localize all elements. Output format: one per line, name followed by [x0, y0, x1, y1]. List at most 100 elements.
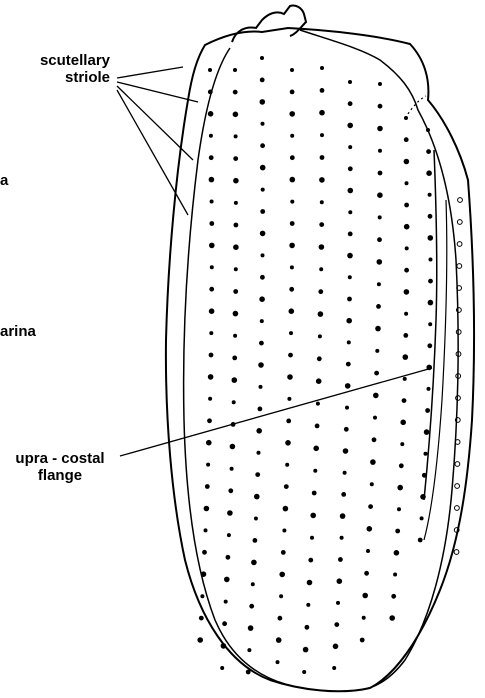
puncture-dot: [251, 560, 257, 566]
puncture-dot: [202, 550, 207, 555]
puncture-dot: [404, 116, 408, 120]
puncture-dot: [320, 155, 325, 160]
puncture-dot: [345, 406, 349, 410]
puncture-dot: [313, 446, 319, 452]
puncture-dot: [290, 221, 295, 226]
puncture-dot: [209, 177, 215, 183]
puncture-dot: [260, 99, 266, 105]
puncture-dot: [209, 155, 214, 160]
label-fragment-a: a: [0, 172, 8, 189]
puncture-dot: [220, 666, 224, 670]
puncture-dot: [348, 145, 352, 149]
puncture-dot: [303, 647, 309, 653]
punctures-group: [197, 56, 462, 674]
puncture-dot: [285, 463, 289, 467]
puncture-dot: [360, 638, 365, 643]
puncture-dot: [397, 507, 401, 511]
puncture-dot: [261, 122, 265, 126]
puncture-dot: [404, 268, 409, 273]
puncture-dot: [290, 177, 296, 183]
puncture-dot: [233, 112, 239, 118]
puncture-dot: [397, 485, 403, 491]
puncture-dot: [347, 253, 353, 259]
puncture-dot: [343, 471, 347, 475]
puncture-dot: [233, 90, 238, 95]
puncture-dot: [197, 637, 203, 643]
puncture-dot: [400, 420, 406, 426]
puncture-dot: [253, 538, 258, 543]
puncture-dot: [404, 203, 409, 208]
puncture-dot: [426, 128, 430, 132]
puncture-dot: [221, 643, 227, 649]
puncture-dot: [378, 215, 382, 219]
puncture-dot: [230, 467, 234, 471]
puncture-dot: [320, 66, 324, 70]
puncture-dot: [279, 572, 285, 578]
puncture-dot: [201, 571, 207, 577]
puncture-dot: [375, 326, 381, 332]
puncture-dot: [232, 356, 237, 361]
puncture-dot: [204, 528, 208, 532]
puncture-dot: [428, 235, 434, 241]
puncture-dot: [377, 237, 382, 242]
marginal-pore: [457, 264, 462, 269]
puncture-dot: [428, 214, 433, 219]
puncture-dot: [426, 365, 432, 371]
puncture-dot: [403, 354, 409, 360]
puncture-dot: [209, 287, 214, 292]
puncture-dot: [389, 615, 395, 621]
puncture-dot: [254, 494, 260, 500]
puncture-dot: [290, 68, 294, 72]
puncture-dot: [320, 200, 324, 204]
puncture-dot: [318, 334, 322, 338]
puncture-dot: [343, 448, 349, 454]
puncture-dot: [427, 343, 432, 348]
puncture-dot: [420, 516, 424, 520]
puncture-dot: [290, 134, 294, 138]
puncture-dot: [310, 513, 316, 519]
puncture-dot: [287, 374, 293, 380]
puncture-dot: [404, 159, 410, 165]
puncture-dot: [289, 287, 294, 292]
puncture-dot: [373, 416, 377, 420]
puncture-dot: [404, 137, 409, 142]
puncture-dot: [319, 244, 325, 250]
puncture-dot: [340, 513, 346, 519]
puncture-dot: [333, 644, 339, 650]
puncture-dot: [334, 622, 339, 627]
puncture-dot: [318, 289, 323, 294]
puncture-dot: [249, 604, 254, 609]
puncture-dot: [259, 341, 264, 346]
puncture-dot: [316, 378, 322, 384]
puncture-dot: [290, 90, 295, 95]
puncture-dot: [424, 452, 428, 456]
puncture-dot: [319, 267, 323, 271]
puncture-dot: [205, 484, 210, 489]
puncture-dot: [233, 334, 237, 338]
puncture-dot: [306, 603, 310, 607]
puncture-dot: [377, 126, 383, 132]
puncture-dot: [286, 419, 291, 424]
puncture-dot: [319, 222, 324, 227]
puncture-dot: [233, 244, 239, 250]
puncture-dot: [289, 331, 293, 335]
puncture-dot: [391, 594, 396, 599]
puncture-dot: [403, 377, 407, 381]
puncture-dot: [367, 526, 373, 532]
puncture-dot: [368, 504, 373, 509]
puncture-dot: [345, 383, 351, 389]
marginal-pore: [455, 484, 460, 489]
puncture-dot: [426, 149, 431, 154]
puncture-dot: [348, 188, 354, 194]
puncture-dot: [395, 529, 400, 534]
puncture-dot: [362, 593, 368, 599]
puncture-dot: [377, 259, 383, 265]
puncture-dot: [276, 660, 280, 664]
puncture-dot: [348, 80, 352, 84]
puncture-dot: [405, 246, 409, 250]
puncture-dot: [341, 492, 346, 497]
puncture-dot: [312, 491, 317, 496]
puncture-dot: [232, 377, 238, 383]
